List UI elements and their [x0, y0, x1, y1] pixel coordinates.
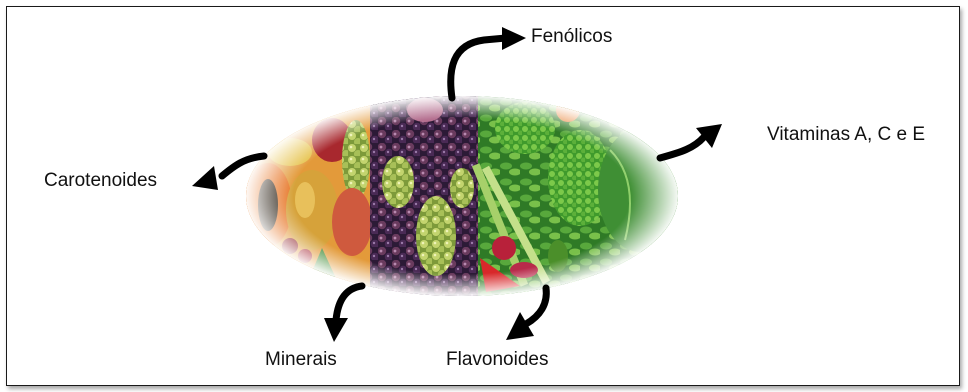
arrowhead-fenolicos — [502, 27, 526, 50]
label-flavonoides: Flavonoides — [446, 349, 548, 371]
label-minerais: Minerais — [265, 349, 337, 371]
arrowhead-minerais — [324, 318, 348, 342]
arrowhead-carotenoides — [192, 166, 218, 190]
label-carotenoides: Carotenoides — [44, 170, 157, 192]
arrow-flavonoides — [526, 288, 546, 324]
arrowhead-flavonoides — [506, 312, 534, 340]
arrow-fenolicos — [451, 38, 506, 98]
arrow-minerais — [336, 286, 362, 320]
arrow-vitaminas — [660, 137, 704, 158]
label-vitaminas: Vitaminas A, C e E — [767, 124, 925, 146]
label-fenolicos: Fenólicos — [531, 26, 612, 48]
